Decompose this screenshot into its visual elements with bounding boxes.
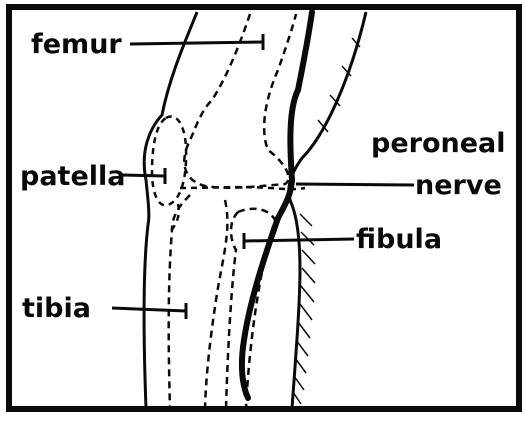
nerve-leader — [296, 184, 414, 185]
femur-leader — [130, 42, 263, 44]
nerve-label: nerve — [415, 170, 502, 201]
leader-lines — [112, 34, 414, 319]
patella-leader — [120, 175, 165, 176]
tibia-bone — [169, 195, 228, 408]
patella-bone — [152, 116, 186, 205]
fibula-label: fibula — [356, 224, 442, 255]
femur-label: femur — [31, 29, 122, 60]
femur-bone — [184, 14, 296, 188]
fibula-leader — [244, 239, 354, 241]
patella-label: patella — [20, 161, 126, 192]
shading-hatch — [293, 38, 360, 404]
tibia-leader — [112, 308, 186, 311]
diagram-frame — [9, 7, 519, 409]
leg-outline-front — [144, 12, 197, 408]
tibia-label: tibia — [22, 293, 91, 324]
peroneal-label: peroneal — [371, 128, 506, 159]
